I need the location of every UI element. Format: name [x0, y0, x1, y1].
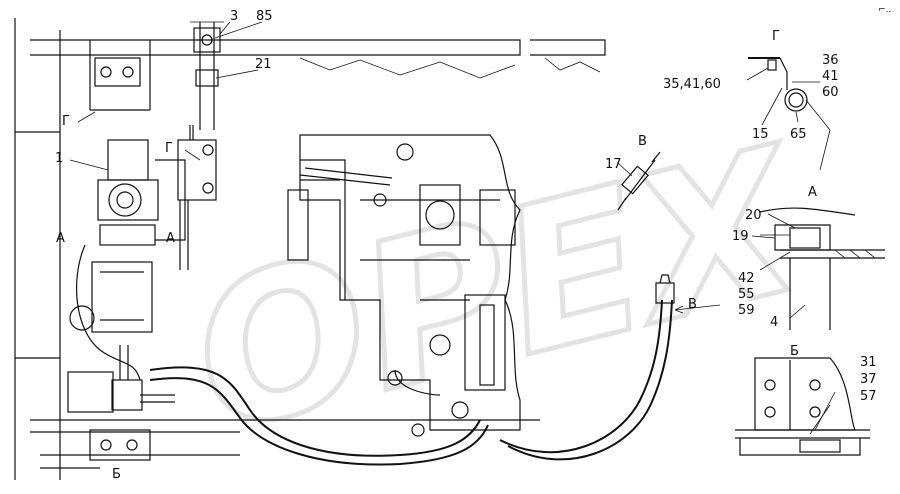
leader-lines — [69, 21, 836, 435]
callout-57: 57 — [860, 389, 877, 404]
callout-17: 17 — [605, 157, 622, 172]
watermark: OPEX — [172, 103, 826, 478]
view-title-b: Б — [790, 344, 799, 359]
frame-rail — [14, 18, 540, 480]
view-mark-b-bottom: Б — [112, 467, 121, 482]
view-title-a: А — [808, 185, 817, 200]
callout-20: 20 — [745, 208, 762, 223]
callout-55: 55 — [738, 287, 755, 302]
detail-plate — [735, 357, 870, 456]
callout-3: 3 — [230, 9, 238, 24]
view-mark-gamma-mid: Г — [165, 141, 173, 156]
corner-mark: ⌐.. — [878, 5, 891, 15]
detail-clamp — [748, 57, 831, 171]
callout-21: 21 — [255, 57, 272, 72]
callout-labels: 3 85 21 Г 1 Г А А Б В 17 В Г 35,41,60 36… — [55, 5, 891, 482]
callout-31: 31 — [860, 355, 877, 370]
callout-1: 1 — [55, 151, 63, 166]
callout-35-41-60: 35,41,60 — [663, 77, 721, 92]
callout-60: 60 — [822, 85, 839, 100]
callout-85: 85 — [256, 9, 273, 24]
view-mark-v-arrow: В — [688, 297, 697, 312]
view-title-gamma: Г — [772, 29, 780, 44]
hoses — [75, 244, 673, 466]
valve-assembly — [69, 125, 217, 333]
callout-36: 36 — [822, 53, 839, 68]
callout-41: 41 — [822, 69, 839, 84]
crossmember-top — [290, 39, 606, 79]
view-mark-gamma-left: Г — [62, 114, 70, 129]
callout-4: 4 — [770, 315, 778, 330]
central-block — [287, 134, 521, 437]
callout-65: 65 — [790, 127, 807, 142]
callout-19: 19 — [732, 229, 749, 244]
vertical-pipe — [190, 21, 224, 130]
lower-valve — [67, 345, 175, 413]
section-mark-a-left: А — [56, 231, 65, 246]
callout-42: 42 — [738, 271, 755, 286]
callout-59: 59 — [738, 303, 755, 318]
section-mark-a-right: А — [166, 231, 175, 246]
view-title-v: В — [638, 134, 647, 149]
detail-coupler-17 — [617, 151, 661, 211]
hose-connector — [655, 274, 721, 314]
callout-37: 37 — [860, 372, 877, 387]
callout-15: 15 — [752, 127, 769, 142]
